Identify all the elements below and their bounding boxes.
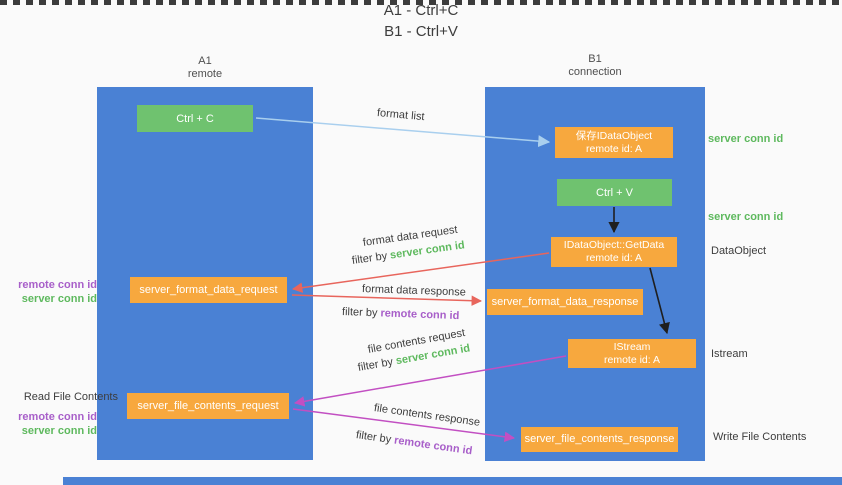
server-conn-id-label-mid-right: server conn id bbox=[708, 211, 784, 223]
column-header-b1: B1 connection bbox=[525, 53, 665, 79]
column-a1-subtitle: remote bbox=[187, 68, 223, 80]
write-file-contents-label: Write File Contents bbox=[713, 431, 807, 443]
save-idataobject-node: 保存IDataObject remote id: A bbox=[555, 127, 673, 158]
server-conn-id-label-1: server conn id bbox=[21, 293, 97, 305]
ctrl-v-node: Ctrl + V bbox=[557, 179, 672, 206]
title-line-1: A1 - Ctrl+C bbox=[383, 2, 459, 19]
getdata-line-2: remote id: A bbox=[585, 252, 643, 264]
ctrl-v-label: Ctrl + V bbox=[596, 186, 633, 199]
read-file-contents-label: Read File Contents bbox=[23, 391, 118, 403]
filter-prefix: filter by bbox=[351, 249, 391, 267]
filter-colored: remote conn id bbox=[393, 434, 474, 458]
remote-conn-id-label-1: remote conn id bbox=[18, 279, 97, 291]
diagram-title: A1 - Ctrl+C B1 - Ctrl+V bbox=[0, 0, 842, 42]
title-line-2: B1 - Ctrl+V bbox=[384, 23, 458, 40]
filter-by-remote-conn-id-label-1: filter by remote conn id bbox=[342, 306, 460, 322]
remote-conn-id-label-2: remote conn id bbox=[18, 411, 97, 423]
format-request-label: server_format_data_request bbox=[139, 283, 278, 296]
format-request-node: server_format_data_request bbox=[130, 277, 287, 303]
column-b1-name: B1 bbox=[588, 53, 602, 65]
ctrl-c-label: Ctrl + C bbox=[176, 112, 214, 125]
istream-line-2: remote id: A bbox=[603, 353, 661, 366]
ctrl-c-node: Ctrl + C bbox=[137, 105, 253, 132]
bottom-partial-bar bbox=[63, 477, 842, 485]
server-conn-id-label-2: server conn id bbox=[21, 425, 97, 437]
server-conn-id-label-top-right: server conn id bbox=[708, 133, 784, 145]
file-request-label: server_file_contents_request bbox=[137, 399, 279, 412]
getdata-line-1: IDataObject::GetData bbox=[563, 239, 665, 251]
save-idataobject-line-2: remote id: A bbox=[585, 142, 643, 155]
file-contents-response-label: file contents response bbox=[373, 402, 481, 429]
filter-colored: remote conn id bbox=[380, 307, 460, 323]
column-a1-name: A1 bbox=[198, 55, 212, 67]
save-idataobject-line-1: 保存IDataObject bbox=[575, 129, 653, 142]
column-header-a1: A1 remote bbox=[135, 55, 275, 81]
istream-node: IStream remote id: A bbox=[568, 339, 696, 368]
file-response-label: server_file_contents_response bbox=[524, 433, 675, 445]
filter-by-remote-conn-id-label-2: filter by remote conn id bbox=[355, 429, 473, 457]
separator-dotted-line bbox=[0, 0, 842, 5]
getdata-node: IDataObject::GetData remote id: A bbox=[551, 237, 677, 267]
column-b1-subtitle: connection bbox=[568, 66, 622, 78]
file-request-node: server_file_contents_request bbox=[127, 393, 289, 419]
format-data-response-label: format data response bbox=[361, 283, 467, 299]
format-response-label: server_format_data_response bbox=[491, 295, 639, 308]
format-response-node: server_format_data_response bbox=[487, 289, 643, 315]
istream-side-label: Istream bbox=[711, 348, 748, 360]
dataobject-label: DataObject bbox=[711, 245, 767, 257]
filter-prefix: filter by bbox=[355, 429, 395, 447]
filter-prefix: filter by bbox=[341, 306, 381, 320]
filter-prefix: filter by bbox=[356, 355, 397, 374]
file-response-node: server_file_contents_response bbox=[521, 427, 678, 452]
istream-line-1: IStream bbox=[613, 340, 651, 353]
format-list-label: format list bbox=[376, 107, 426, 124]
